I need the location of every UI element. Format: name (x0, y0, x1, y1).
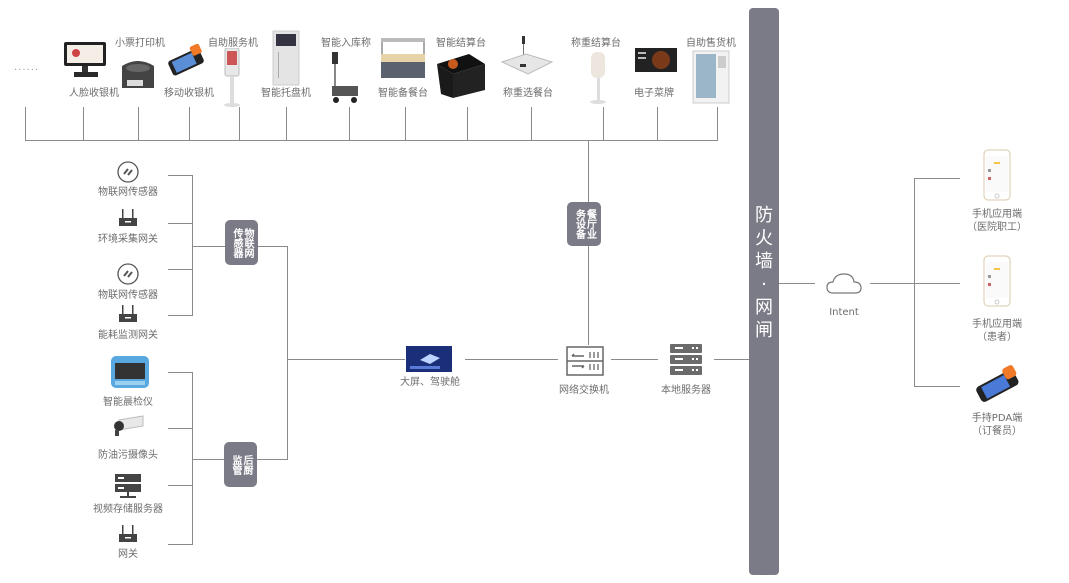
vending-machine-icon (692, 50, 730, 104)
handheld-pda-icon (976, 365, 1019, 402)
digital-menu-icon (635, 48, 677, 72)
health-check-device-icon (111, 356, 149, 388)
weighing-kiosk-icon (590, 52, 606, 104)
firewall-char: 火 (755, 228, 773, 249)
kitchen-monitoring-group: 后厨 监管 (224, 442, 257, 487)
device-label: 称重结算台 (571, 38, 621, 49)
pos-terminal-icon (64, 42, 106, 77)
group-label-col2: 传感器 (231, 227, 242, 258)
kitchen-device-label: 智能晨检仪 (103, 397, 153, 408)
network-switch-label: 网络交换机 (559, 385, 609, 396)
client-sublabel: （医院职工） (967, 222, 1027, 233)
smartphone-icon (983, 149, 1011, 201)
camera-icon (114, 415, 144, 436)
device-label: 智能入库称 (321, 38, 371, 49)
cloud-icon (826, 273, 862, 294)
group-label-col1: 餐厅业 (584, 209, 596, 239)
group-label-col2: 务设备 (573, 209, 585, 239)
router-icon (119, 305, 137, 322)
kitchen-device-label: 视频存储服务器 (93, 504, 163, 515)
firewall-char: 墙 (755, 251, 773, 272)
client-sublabel: （患者） (977, 332, 1017, 343)
group-label-col1: 后厨 (241, 454, 252, 475)
iot-sensor-icon (117, 263, 139, 285)
client-label: 手机应用端 (972, 319, 1022, 330)
iot-device-label: 能耗监测网关 (98, 330, 158, 341)
restaurant-equipment-group: 餐厅业 务设备 (567, 202, 601, 246)
group-label-col2: 监管 (230, 454, 241, 475)
kitchen-device-label: 网关 (118, 549, 138, 560)
router-icon (119, 525, 137, 542)
router-icon (119, 209, 137, 226)
firewall-char: 闸 (755, 320, 773, 341)
tray-machine-icon (272, 30, 300, 86)
firewall-char: 防 (755, 205, 773, 226)
dashboard-screen-icon (406, 346, 452, 372)
kitchen-device-label: 防油污摄像头 (98, 450, 158, 461)
network-switch-icon (566, 346, 604, 376)
receipt-printer-icon (122, 61, 154, 88)
iot-sensor-icon (117, 161, 139, 183)
iot-device-label: 环境采集网关 (98, 234, 158, 245)
device-label: 小票打印机 (115, 38, 165, 49)
local-server-label: 本地服务器 (661, 385, 711, 396)
iot-sensor-group: 物联网 传感器 (225, 220, 258, 265)
client-label: 手机应用端 (972, 209, 1022, 220)
more-devices-ellipsis: ...... (14, 62, 40, 73)
client-label: 手持PDA端 (971, 413, 1023, 424)
dashboard-screen-label: 大屏、驾驶舱 (400, 377, 460, 388)
firewall-char: · (761, 274, 767, 295)
self-service-kiosk-icon (224, 48, 240, 107)
smartphone-icon (983, 255, 1011, 307)
group-label-col1: 物联网 (242, 227, 253, 258)
handheld-pos-icon (168, 44, 204, 76)
firewall-gateway-bar: 防 火 墙 · 网 闸 (749, 8, 779, 575)
food-warmer-icon (381, 38, 425, 78)
device-label: 智能备餐台 (378, 88, 428, 99)
cloud-label: Intent (829, 307, 859, 318)
device-label: 自助售货机 (686, 38, 736, 49)
device-label: 移动收银机 (164, 88, 214, 99)
firewall-char: 网 (755, 297, 773, 318)
weighing-station-icon (500, 36, 554, 75)
device-label: 智能托盘机 (261, 88, 311, 99)
client-sublabel: （订餐员） (972, 426, 1022, 437)
iot-device-label: 物联网传感器 (98, 187, 158, 198)
device-label: 电子菜牌 (634, 88, 674, 99)
device-label: 人脸收银机 (69, 88, 119, 99)
local-server-icon (670, 344, 702, 375)
device-label: 自助服务机 (208, 38, 258, 49)
warehouse-scale-icon (332, 52, 358, 103)
device-label: 称重选餐台 (503, 88, 553, 99)
server-icon (115, 474, 141, 498)
checkout-table-icon (437, 54, 485, 98)
iot-device-label: 物联网传感器 (98, 290, 158, 301)
device-label: 智能结算台 (436, 38, 486, 49)
